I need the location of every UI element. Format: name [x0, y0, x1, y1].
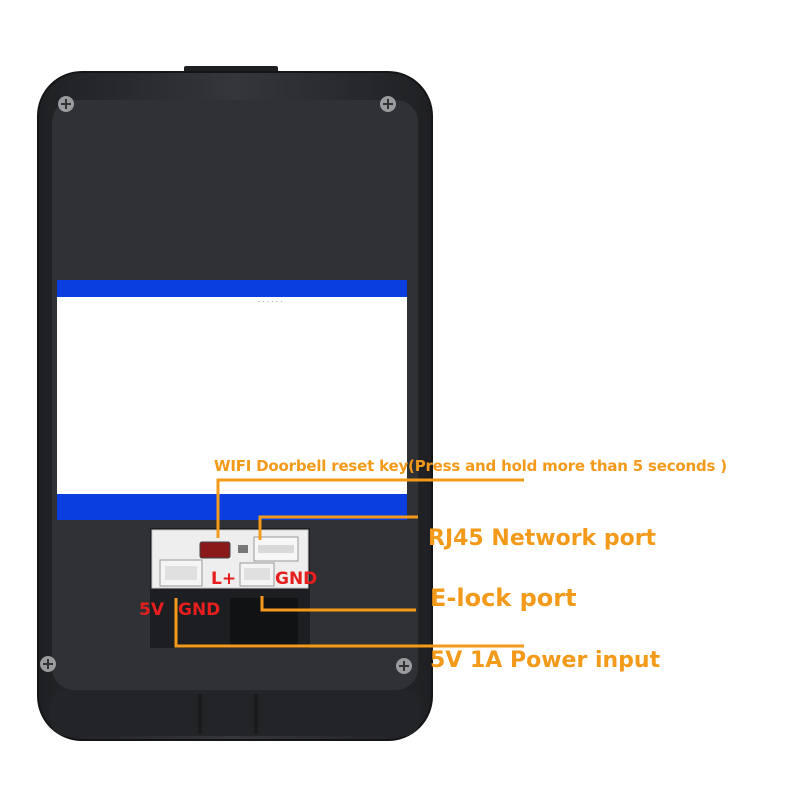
- power-gnd-pin-label: GND: [178, 600, 221, 620]
- reset-button: [199, 541, 231, 559]
- elock-port-label: E-lock port: [430, 584, 577, 612]
- l-plus-pin-label: L+: [211, 569, 237, 589]
- label-sticker: [57, 280, 407, 520]
- power-input-label: 5V 1A Power input: [430, 648, 661, 673]
- callout-lines: [174, 478, 524, 648]
- 5v-pin-label: 5V: [139, 600, 164, 620]
- bottom-vent: [50, 690, 420, 736]
- svg-text:· · · · · ·: · · · · · ·: [258, 298, 282, 306]
- elock-gnd-pin-label: GND: [275, 569, 318, 589]
- rj45-port-label: RJ45 Network port: [428, 526, 657, 551]
- sticker-top-stripe: [57, 280, 407, 297]
- reset-key-label: WIFI Doorbell reset key(Press and hold m…: [214, 457, 727, 475]
- screw-icon: [40, 96, 412, 674]
